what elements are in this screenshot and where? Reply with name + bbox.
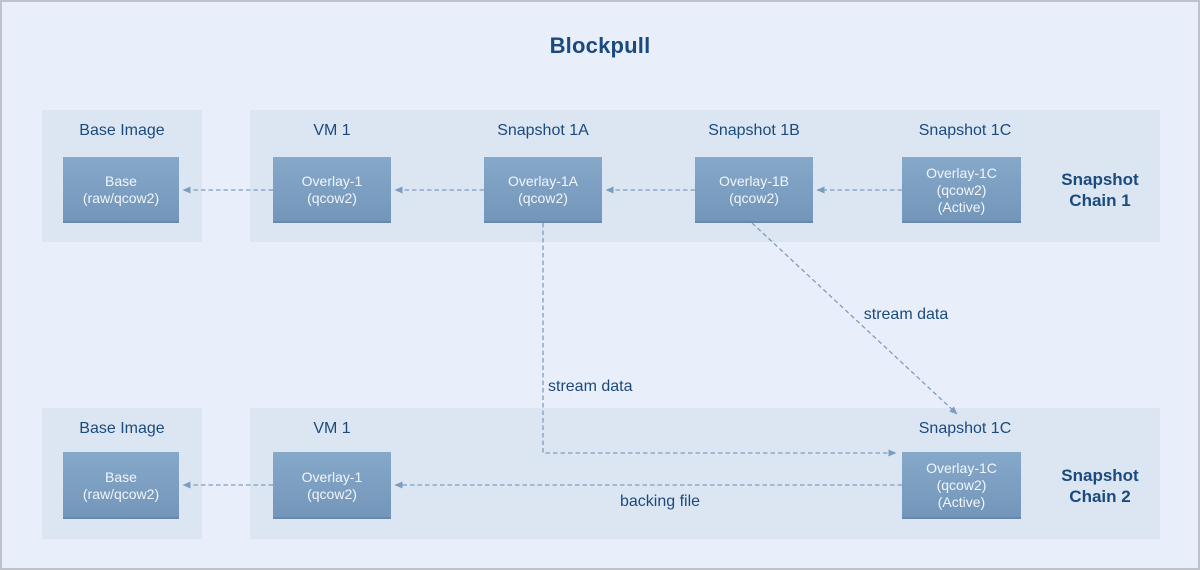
chain1-overlay-1-box: Overlay-1 (qcow2) <box>273 157 391 223</box>
box-line: (qcow2) <box>936 181 987 198</box>
stream-data-label-elbow: stream data <box>548 378 633 395</box>
box-line: Overlay-1B <box>718 173 790 189</box>
box-line: (Active) <box>937 494 986 510</box>
chain-label-line: Snapshot <box>1061 170 1139 189</box>
box-line: Base <box>105 468 137 485</box>
chain2-header-vm1: VM 1 <box>313 420 351 437</box>
box-line: Overlay-1C <box>926 460 997 476</box>
chain1-header-vm1: VM 1 <box>313 122 351 139</box>
diagram-title: Blockpull <box>549 33 651 58</box>
box-line: Overlay-1C <box>926 164 997 181</box>
chain1-header-snapshot-1c: Snapshot 1C <box>918 122 1012 139</box>
chain1-overlay-1b-box: Overlay-1B (qcow2) <box>695 157 813 223</box>
chain2-base-header: Base Image <box>79 420 165 437</box>
chain1-header-snapshot-1b: Snapshot 1B <box>708 122 800 139</box>
chain2-overlay-1-box: Overlay-1 (qcow2) <box>273 452 391 519</box>
chain1-overlay-1a-box: Overlay-1A (qcow2) <box>484 157 602 223</box>
box-line: Overlay-1 <box>301 468 363 485</box>
chain2-header-snapshot-1c: Snapshot 1C <box>918 420 1012 437</box>
box-line: (raw/qcow2) <box>82 485 160 502</box>
chain-label-line: Chain 1 <box>1069 191 1131 210</box>
box-line: (qcow2) <box>307 190 357 206</box>
box-line: Overlay-1A <box>507 173 579 189</box>
chain1-overlay-1c-box: Overlay-1C (qcow2) (Active) <box>902 157 1021 223</box>
chain1-header-snapshot-1a: Snapshot 1A <box>497 122 589 139</box>
backing-file-label: backing file <box>619 493 701 510</box>
stream-data-label-diagonal: stream data <box>863 306 949 323</box>
chain1-label: Snapshot Chain 1 <box>1040 169 1160 211</box>
chain2-overlay-1c-box: Overlay-1C (qcow2) (Active) <box>902 452 1021 519</box>
box-line: (qcow2) <box>307 485 357 502</box>
chain2-base-box: Base (raw/qcow2) <box>63 452 179 519</box>
box-line: (raw/qcow2) <box>82 190 160 206</box>
box-line: Overlay-1 <box>301 173 363 189</box>
box-line: (qcow2) <box>518 190 568 206</box>
box-line: (qcow2) <box>936 477 987 493</box>
chain2-label: Snapshot Chain 2 <box>1040 465 1160 507</box>
box-line: (qcow2) <box>729 190 779 206</box>
chain1-base-header: Base Image <box>79 122 165 139</box>
box-line: (Active) <box>937 198 986 215</box>
box-line: Base <box>105 173 137 189</box>
chain-label-line: Chain 2 <box>1069 487 1131 506</box>
chain-label-line: Snapshot <box>1061 466 1139 485</box>
chain1-base-box: Base (raw/qcow2) <box>63 157 179 223</box>
